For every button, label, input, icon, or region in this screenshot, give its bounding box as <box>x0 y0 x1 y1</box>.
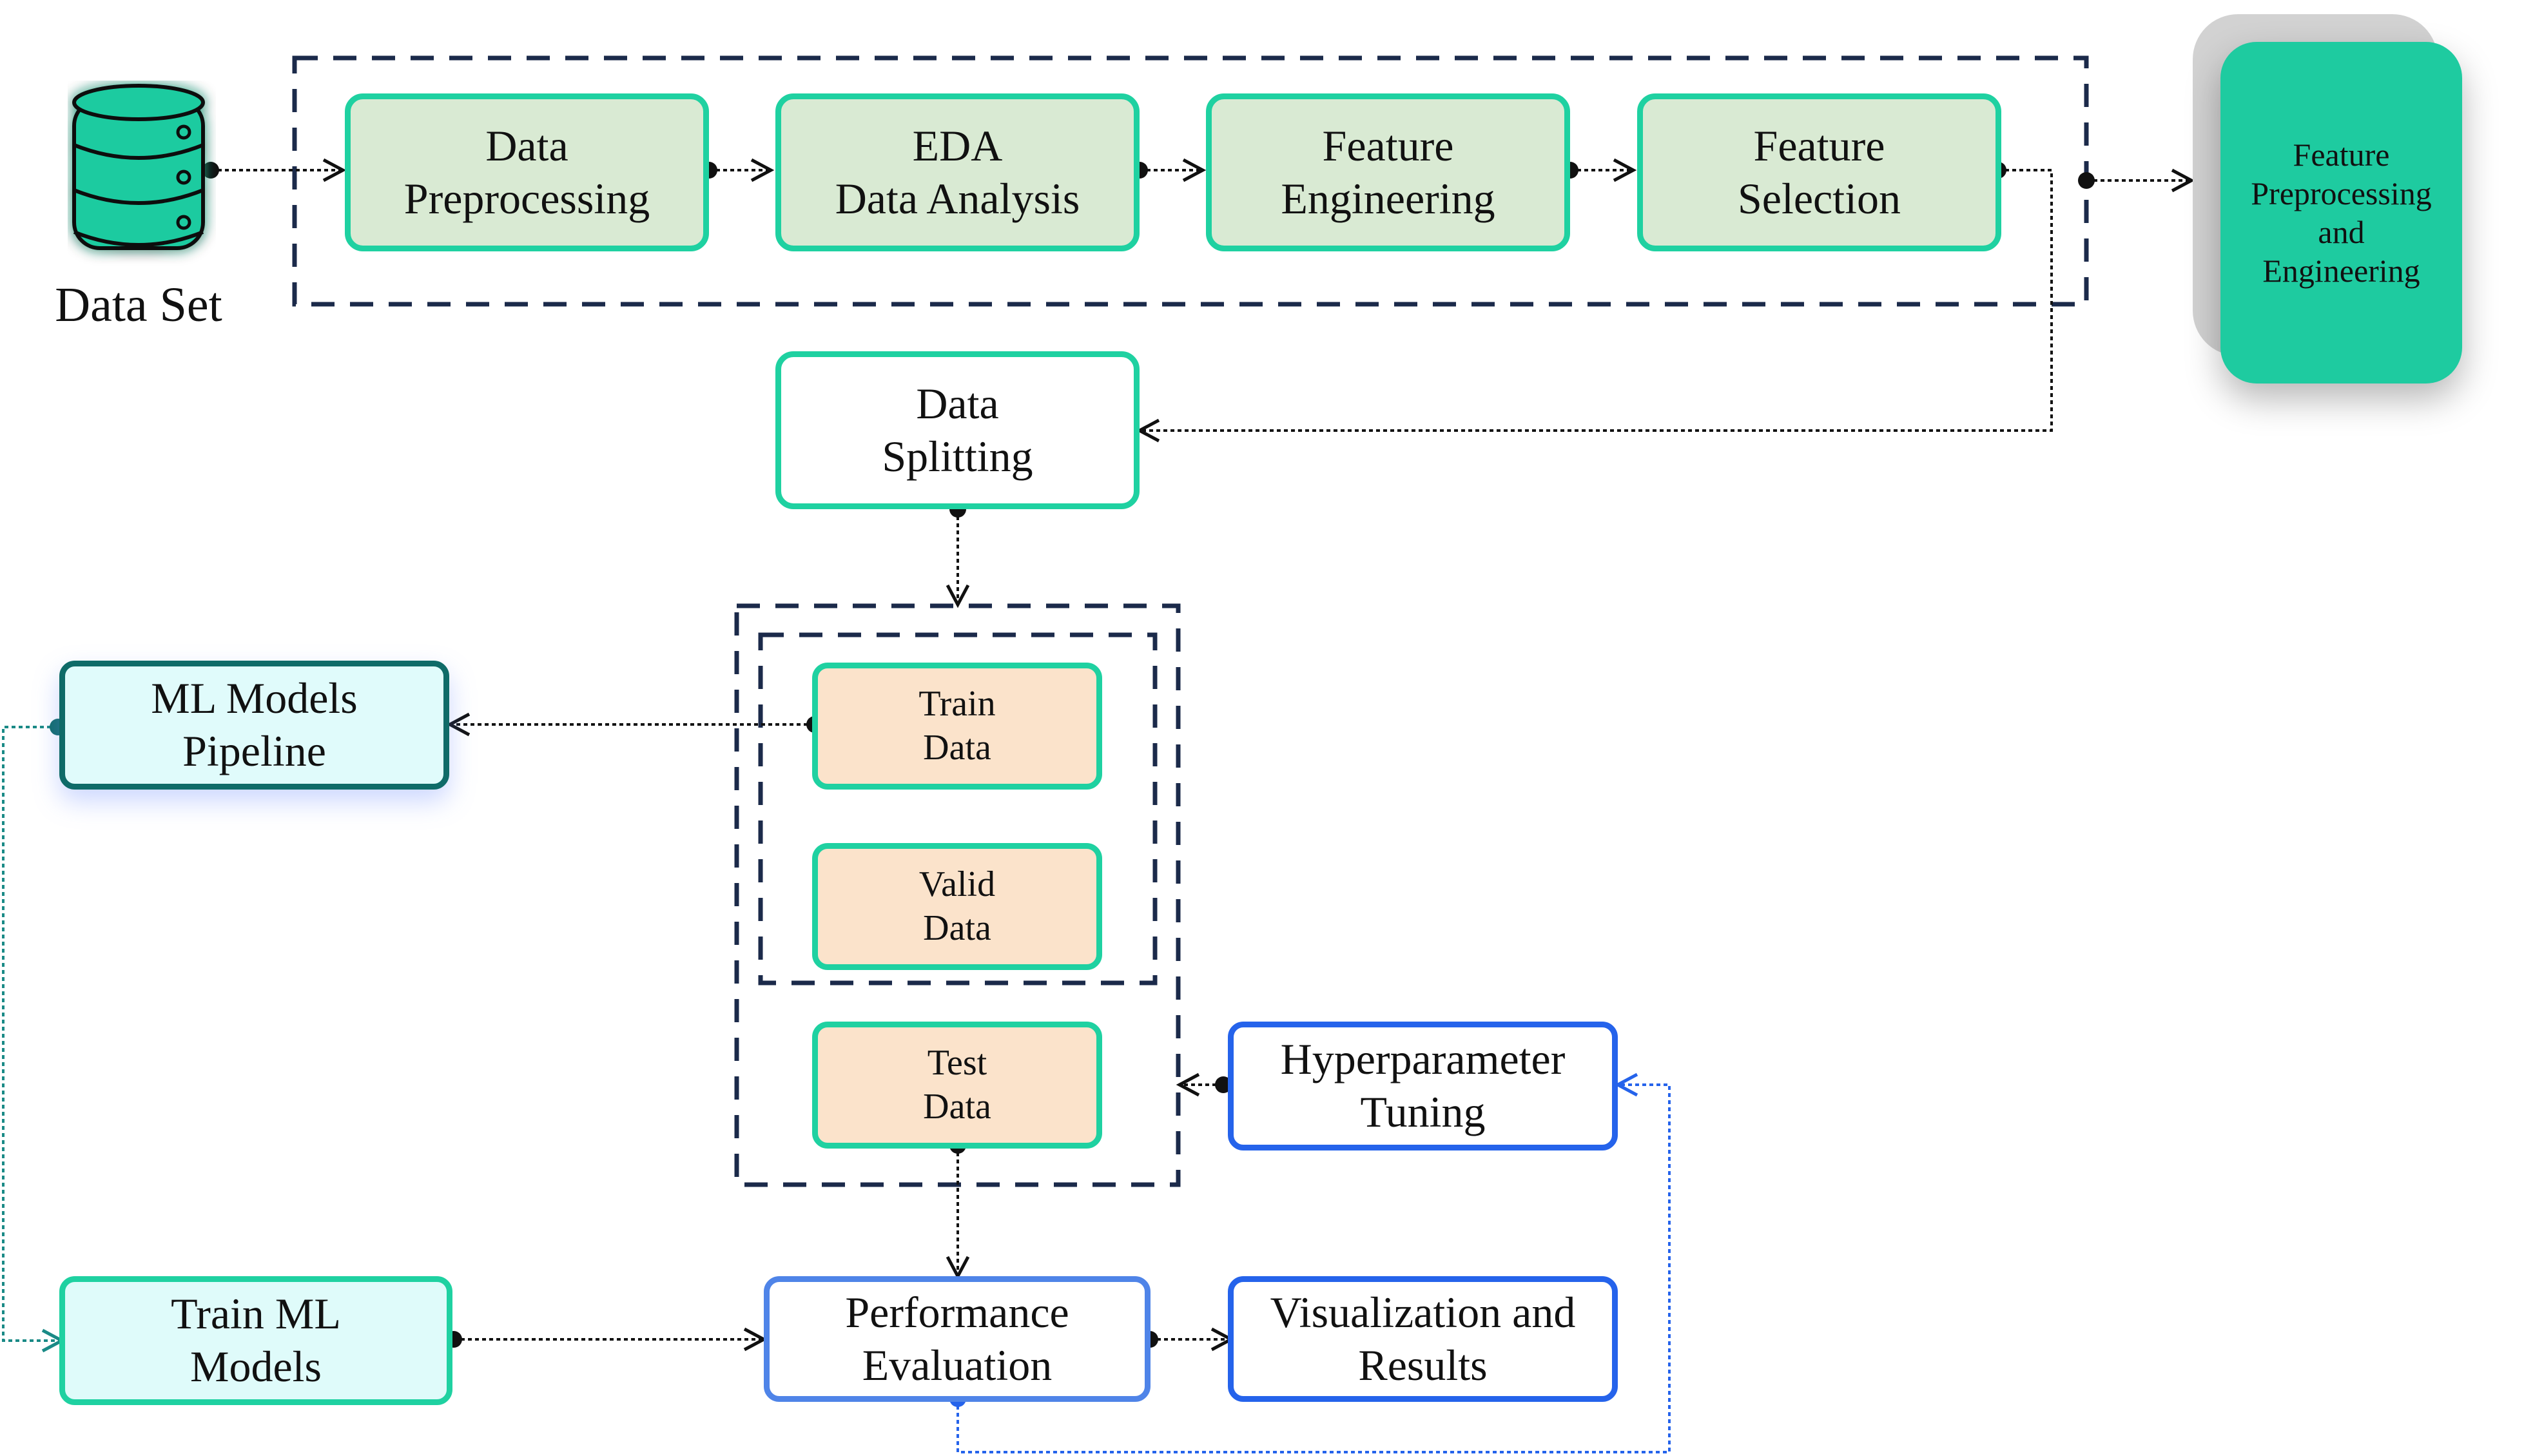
feature-engineering-line2: Engineering <box>1281 173 1495 223</box>
ml-pipeline-line1: ML Models <box>151 674 358 723</box>
data-preprocessing-box[interactable]: Data Preprocessing <box>345 93 709 251</box>
train-data-line1: Train <box>918 684 996 724</box>
feature-engineering-line1: Feature <box>1322 121 1454 170</box>
test-data-line1: Test <box>927 1043 987 1083</box>
ml-pipeline-line2: Pipeline <box>182 726 326 775</box>
test-data-line2: Data <box>923 1086 991 1127</box>
evaluation-line2: Evaluation <box>862 1340 1053 1390</box>
tuning-line2: Tuning <box>1360 1087 1486 1136</box>
connector-splitting-to-splits <box>946 501 970 608</box>
side-panel-line2: Preprocessing <box>2251 175 2432 211</box>
connector-engineering-to-selection <box>1562 158 1637 182</box>
train-ml-models-box[interactable]: Train ML Models <box>59 1276 452 1405</box>
eda-box[interactable]: EDA Data Analysis <box>775 93 1140 251</box>
results-line1: Visualization and <box>1270 1287 1576 1337</box>
valid-data-line1: Valid <box>918 864 996 905</box>
connector-eda-to-engineering <box>1131 158 1207 182</box>
connector-preprocessing-to-eda <box>701 158 775 182</box>
ml-models-pipeline-box[interactable]: ML Models Pipeline <box>59 661 449 790</box>
hyperparameter-tuning-box[interactable]: Hyperparameter Tuning <box>1228 1022 1618 1150</box>
connector-train-to-pipeline <box>446 712 823 737</box>
feature-engineering-box[interactable]: Feature Engineering <box>1206 93 1570 251</box>
connector-train-to-evaluation <box>445 1327 768 1352</box>
feature-selection-box[interactable]: Feature Selection <box>1637 93 2001 251</box>
data-splitting-line2: Splitting <box>882 431 1033 481</box>
valid-data-line2: Data <box>923 908 991 948</box>
train-data-box[interactable]: Train Data <box>812 663 1102 790</box>
side-panel-line4: Engineering <box>2262 253 2420 289</box>
tuning-line1: Hyperparameter <box>1280 1034 1566 1084</box>
side-panel-card: Feature Preprocessing and Engineering <box>2220 42 2462 383</box>
eda-line1: EDA <box>912 121 1003 170</box>
dataset-label: Data Set <box>55 278 222 332</box>
visualization-results-box[interactable]: Visualization and Results <box>1228 1276 1618 1402</box>
performance-evaluation-box[interactable]: Performance Evaluation <box>764 1276 1151 1402</box>
connector-dataset-to-preprocessing <box>202 158 347 182</box>
connector-evaluation-to-results <box>1141 1327 1235 1352</box>
split-inner-frame <box>758 632 1158 985</box>
connector-pipeline-to-train <box>2 719 66 1353</box>
side-panel-line1: Feature <box>2293 137 2390 173</box>
train-models-line2: Models <box>190 1342 322 1391</box>
data-splitting-line1: Data <box>916 378 999 428</box>
test-data-box[interactable]: Test Data <box>812 1022 1102 1149</box>
connector-test-to-evaluation <box>946 1137 970 1280</box>
data-splitting-box[interactable]: Data Splitting <box>775 351 1140 509</box>
train-models-line1: Train ML <box>171 1289 341 1339</box>
database-icon <box>72 84 205 250</box>
connector-group-to-side-panel <box>2078 168 2195 193</box>
train-data-line2: Data <box>923 727 991 768</box>
feature-selection-line2: Selection <box>1737 173 1901 223</box>
data-preprocessing-line1: Data <box>485 121 568 170</box>
connector-tuning-to-splits <box>1176 1073 1232 1097</box>
valid-data-box[interactable]: Valid Data <box>812 843 1102 970</box>
results-line2: Results <box>1358 1340 1488 1390</box>
eda-line2: Data Analysis <box>835 173 1080 223</box>
side-panel-line3: and <box>2318 214 2365 250</box>
evaluation-line1: Performance <box>845 1287 1069 1337</box>
feature-selection-line1: Feature <box>1753 121 1885 170</box>
data-preprocessing-line2: Preprocessing <box>403 173 650 223</box>
